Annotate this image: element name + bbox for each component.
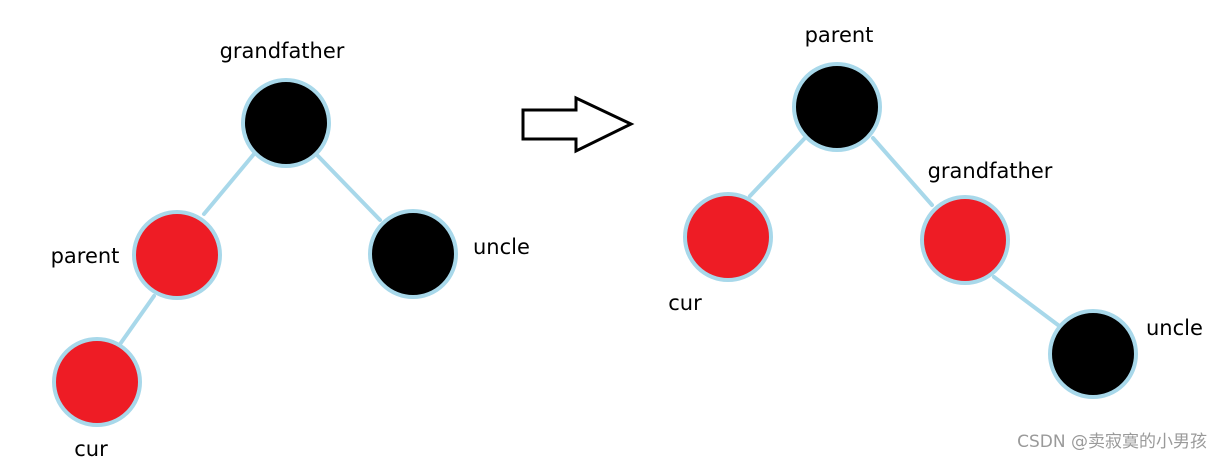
- after-edge-parent-grandfather: [871, 136, 934, 207]
- before-node-grandfather: [241, 78, 331, 168]
- arrow-right-outline-icon: [521, 95, 635, 154]
- before-label-grandfather: grandfather: [220, 39, 345, 63]
- after-label-parent: parent: [805, 23, 874, 47]
- watermark: CSDN @卖寂寞的小男孩: [1017, 432, 1207, 452]
- before-label-cur: cur: [74, 437, 108, 460]
- before-edge-parent-cur: [116, 294, 156, 349]
- after-label-cur: cur: [668, 291, 702, 315]
- before-label-uncle: uncle: [473, 235, 530, 259]
- after-node-parent: [792, 62, 882, 152]
- before-node-parent: [132, 210, 222, 300]
- after-tree: parent cur grandfather uncle: [668, 23, 1203, 399]
- before-node-cur: [52, 337, 142, 427]
- before-label-parent: parent: [51, 244, 120, 268]
- after-node-cur: [683, 192, 773, 282]
- after-edge-parent-cur: [748, 137, 806, 198]
- after-node-grandfather: [920, 195, 1010, 285]
- after-label-uncle: uncle: [1146, 316, 1203, 340]
- after-label-grandfather: grandfather: [928, 159, 1053, 183]
- before-edge-grandfather-parent: [202, 152, 256, 216]
- before-edge-grandfather-uncle: [316, 154, 382, 222]
- after-edge-grandfather-uncle: [992, 275, 1064, 330]
- after-node-uncle: [1048, 309, 1138, 399]
- before-node-uncle: [368, 209, 458, 299]
- before-tree: grandfather parent uncle cur: [51, 39, 530, 460]
